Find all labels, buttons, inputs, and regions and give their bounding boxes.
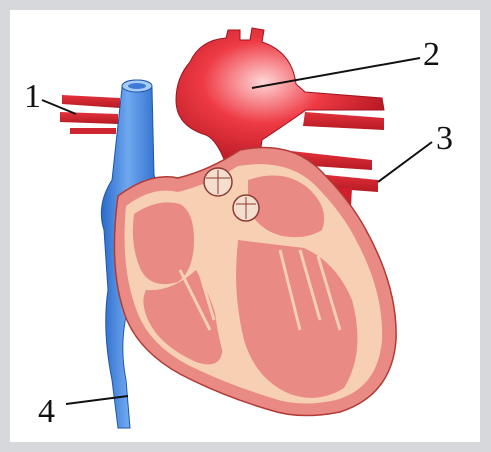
left-pulmonary-vessels — [60, 95, 120, 134]
label-1: 1 — [24, 80, 41, 114]
label-2: 2 — [423, 38, 440, 72]
leader-line-3 — [378, 142, 432, 182]
label-4: 4 — [38, 395, 55, 429]
label-3: 3 — [436, 122, 453, 156]
